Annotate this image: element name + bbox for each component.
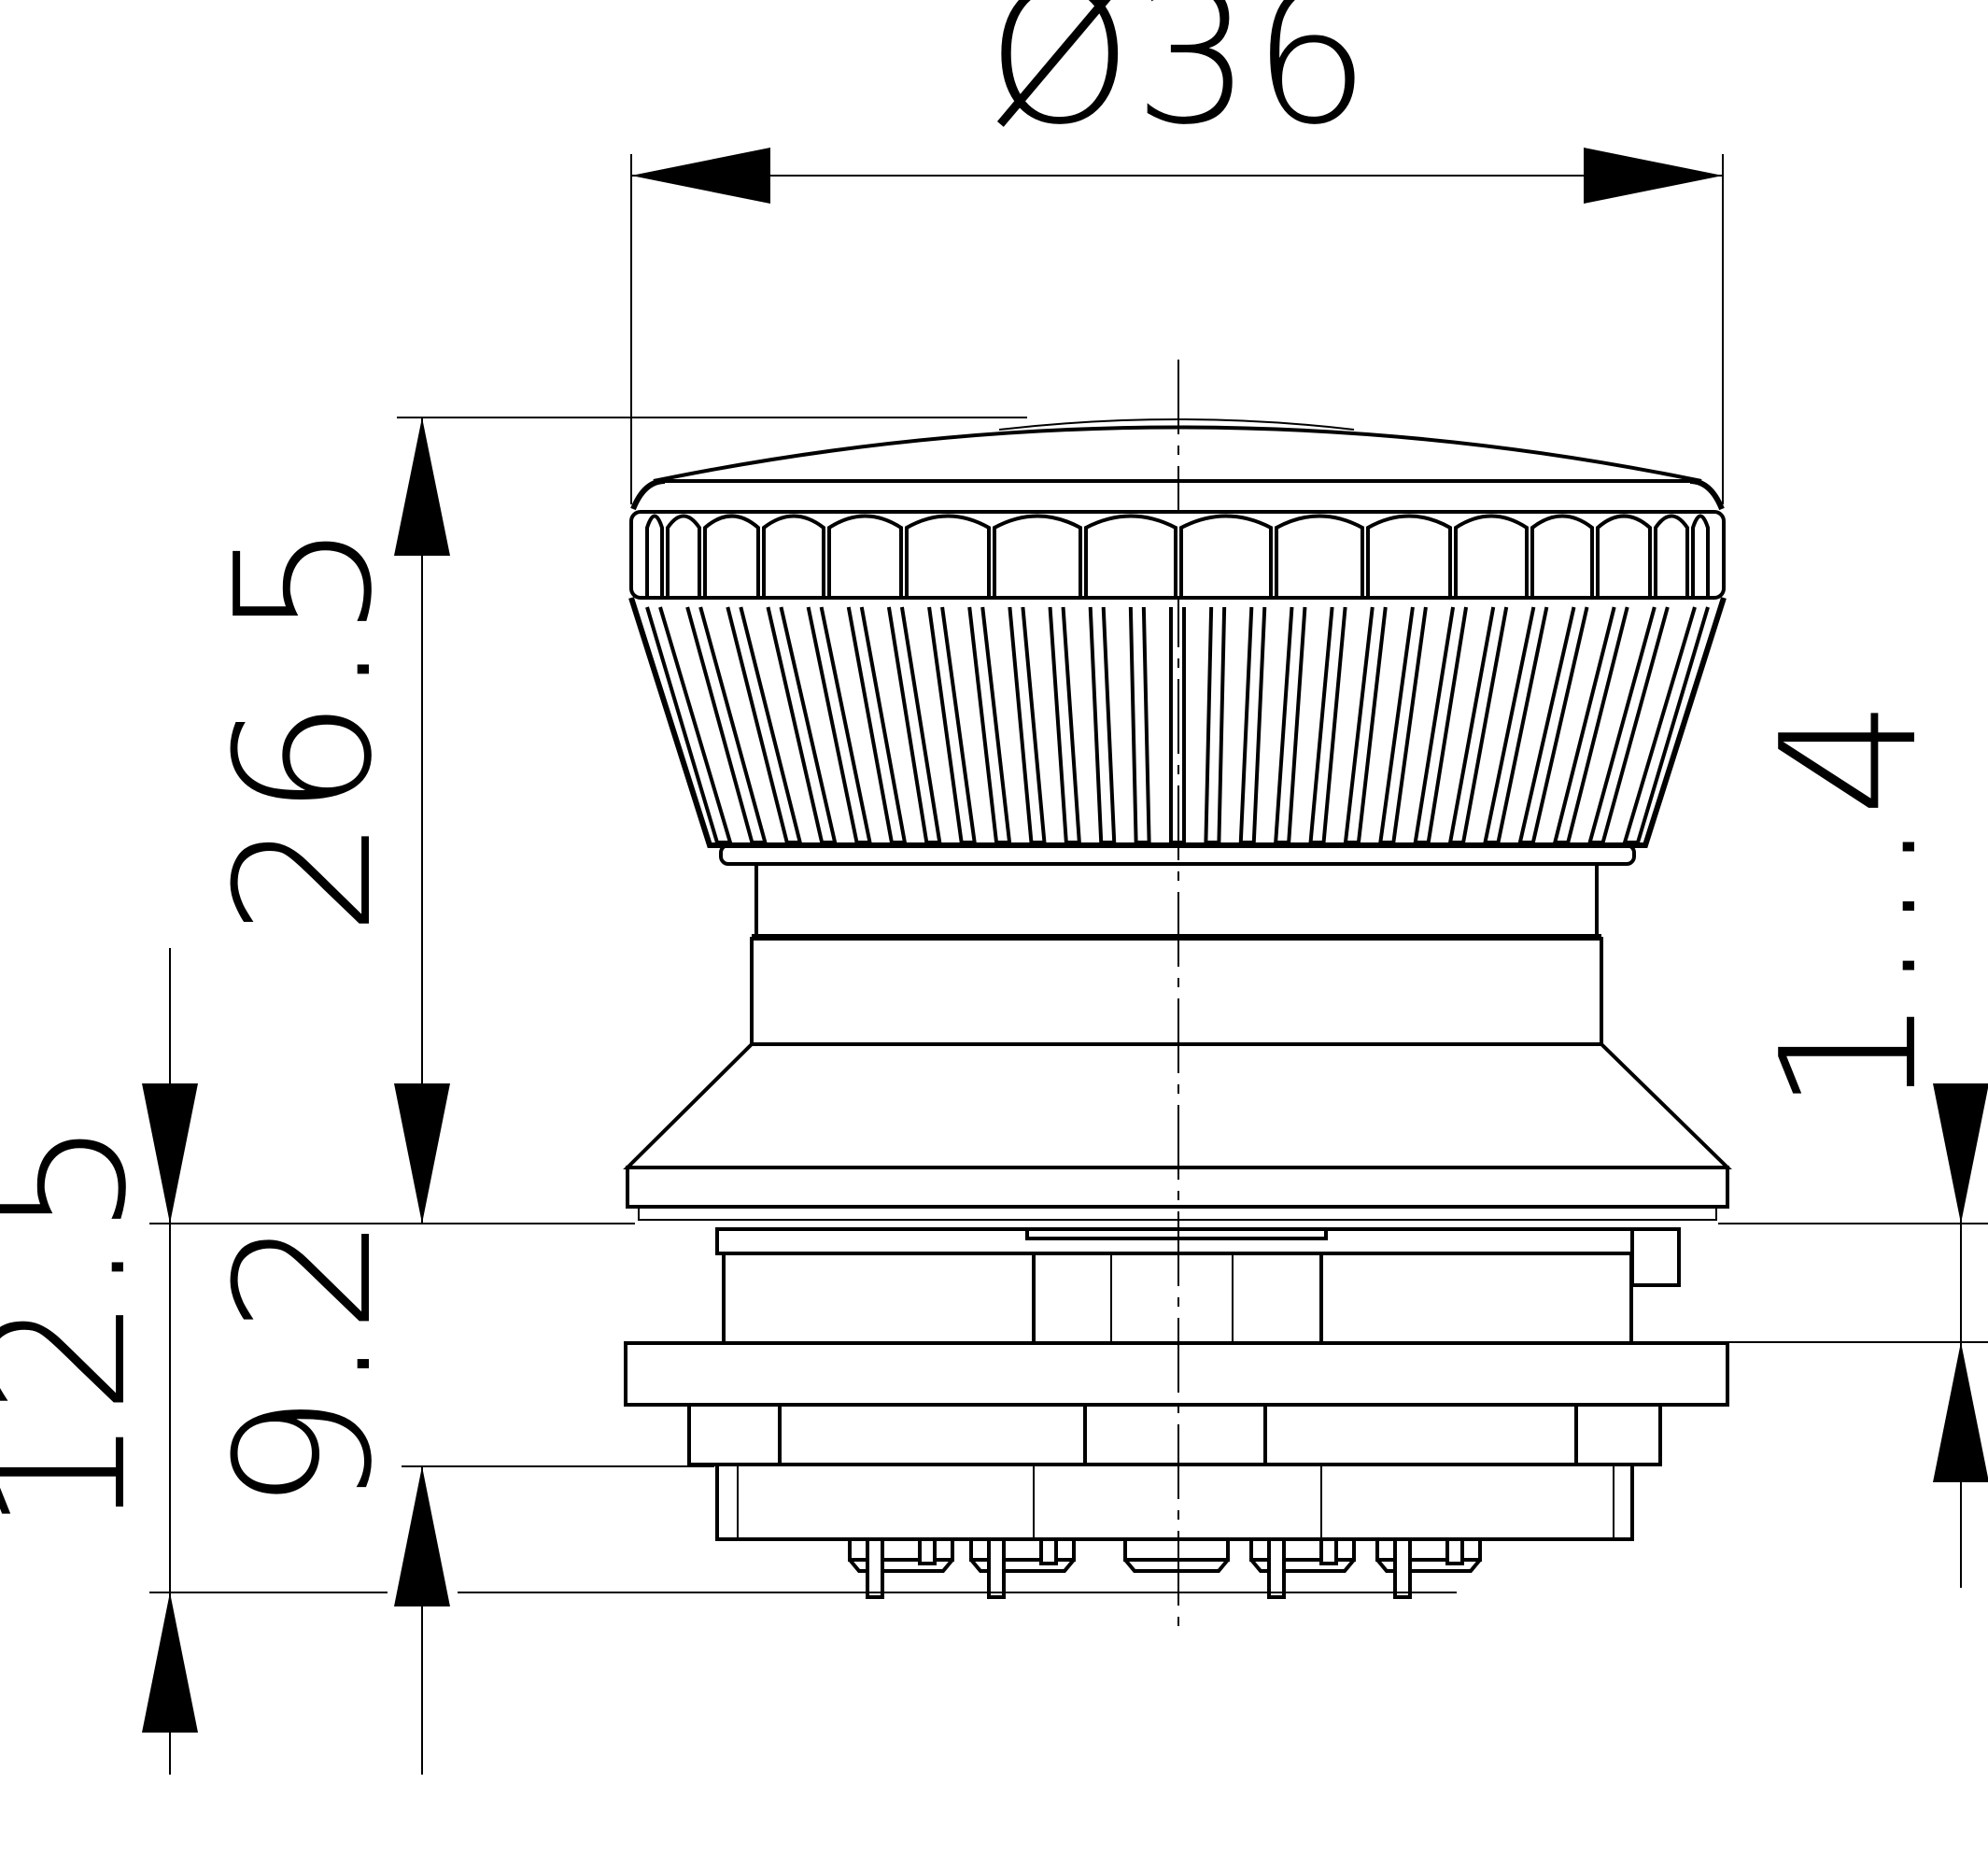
panel-thickness-label: 1...4	[1741, 698, 1959, 1113]
dimension-lines	[142, 148, 1988, 1775]
knurl-ridge	[1366, 514, 1452, 596]
terminal-pin	[1267, 1537, 1286, 1599]
knurl-ridges	[645, 514, 1710, 596]
terminal-base	[1123, 1558, 1230, 1573]
terminal-housing	[1123, 1537, 1230, 1562]
knurl-ridge	[1530, 514, 1594, 596]
flute	[1483, 606, 1549, 844]
flute	[927, 606, 977, 844]
knurl-ridge	[666, 514, 701, 596]
knurl-ridge	[1654, 514, 1689, 596]
total-height-label: 26.5	[196, 520, 414, 936]
collar	[623, 862, 1732, 1221]
knurl-ridge	[762, 514, 825, 596]
flute	[1088, 606, 1117, 844]
flute	[1378, 606, 1428, 844]
terminal-base	[1375, 1558, 1482, 1573]
flute	[1204, 606, 1227, 844]
knurl-ridge	[703, 514, 760, 596]
terminal-housing	[1249, 1537, 1356, 1562]
terminal-pin	[1393, 1537, 1412, 1599]
terminal-housing	[969, 1537, 1076, 1562]
button-cap	[628, 418, 1727, 866]
knurl-ridge	[1179, 514, 1273, 596]
terminal-pin	[1445, 1537, 1464, 1565]
lower-body	[624, 1227, 1729, 1541]
terminal-housing	[848, 1537, 954, 1562]
flute	[1274, 606, 1307, 844]
knurl-ridge	[1275, 514, 1364, 596]
terminal-pin	[987, 1537, 1006, 1599]
terminal-pins	[848, 1537, 1482, 1599]
terminal-pin	[866, 1537, 884, 1599]
flute	[806, 606, 872, 844]
flute	[1308, 606, 1347, 844]
knurl-ridge	[1596, 514, 1652, 596]
flute	[967, 606, 1012, 844]
knurl-ridge	[1691, 514, 1710, 596]
terminal-base	[848, 1558, 954, 1573]
body-height-label: 9.2	[196, 1215, 414, 1512]
flute	[645, 606, 733, 844]
terminal-pin	[1319, 1537, 1338, 1565]
flute	[1008, 606, 1047, 844]
flute	[1128, 606, 1151, 844]
terminal-pin	[1039, 1537, 1058, 1565]
flute	[1622, 606, 1710, 844]
terminal-base	[1249, 1558, 1356, 1573]
knurl-ridge	[1454, 514, 1529, 596]
knurl-ridge	[645, 514, 664, 596]
lower-height-label: 12.5	[0, 1118, 168, 1534]
flute	[1343, 606, 1388, 844]
knurl-ridge	[827, 514, 903, 596]
knurl-ridge	[905, 514, 991, 596]
terminal-pin	[918, 1537, 937, 1565]
terminal-base	[969, 1558, 1076, 1573]
diameter-label: Ø36	[986, 0, 1371, 166]
terminal-housing	[1375, 1537, 1482, 1562]
knurl-ridge	[993, 514, 1082, 596]
knurl-ridge	[1084, 514, 1177, 596]
flute	[1238, 606, 1267, 844]
flute	[1048, 606, 1081, 844]
